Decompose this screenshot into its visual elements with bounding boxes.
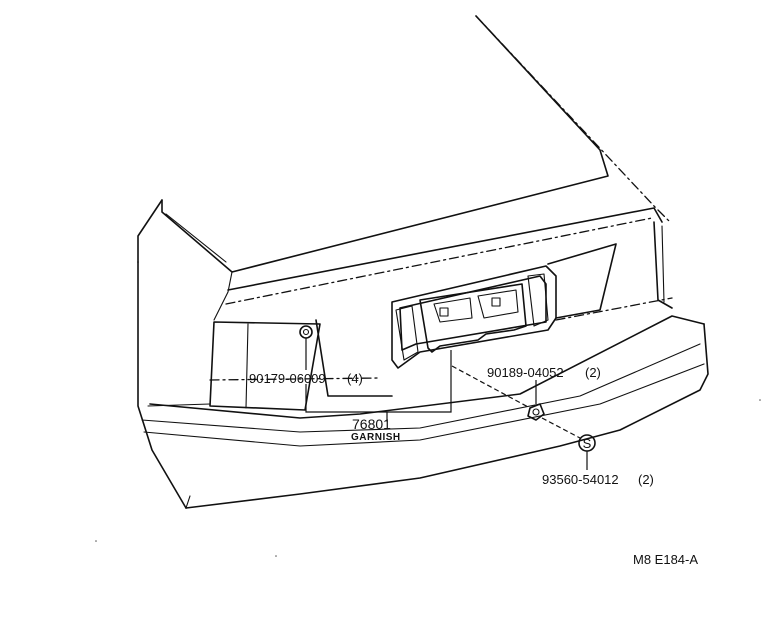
screw-mark-symbol: S — [583, 436, 592, 451]
part-90189-number: 90189-04052 — [487, 365, 564, 380]
part-90189-qty: (2) — [585, 365, 601, 380]
figure-reference: M8 E184-A — [633, 552, 698, 567]
clip-90179 — [299, 325, 313, 339]
car-body-outline — [137, 15, 709, 509]
screw-mark-93560: S — [578, 434, 596, 452]
part-93560-number: 93560-54012 — [542, 472, 619, 487]
part-90179-qty: (4) — [347, 371, 363, 386]
scan-specks — [95, 399, 761, 557]
part-76801-name: GARNISH — [351, 432, 401, 443]
screw-90189 — [527, 403, 545, 421]
garnish-assembly — [391, 265, 557, 369]
part-93560-qty: (2) — [638, 472, 654, 487]
part-76801-number: 76801 — [352, 416, 391, 432]
callout-labels: 90179-06009 (4) 90189-04052 (2) 76801 GA… — [249, 365, 698, 567]
part-90179-number: 90179-06009 — [249, 371, 326, 386]
leader-lines — [305, 338, 588, 470]
